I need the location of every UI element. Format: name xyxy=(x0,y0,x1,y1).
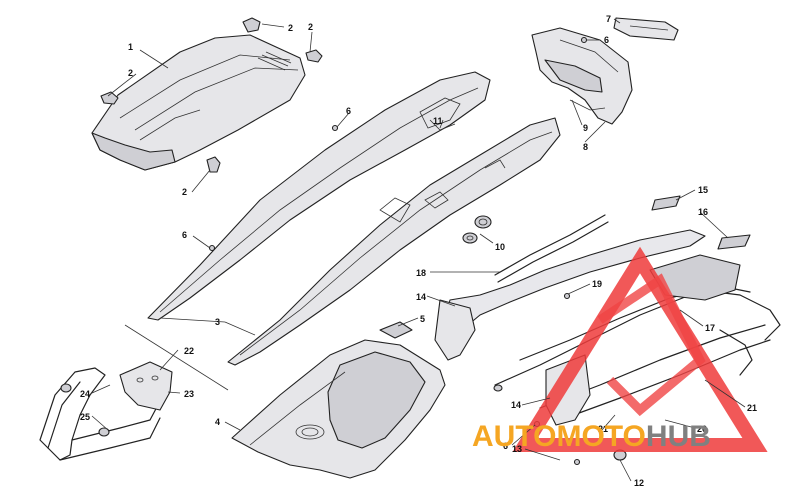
callout-10: 10 xyxy=(495,242,505,252)
callout-25: 25 xyxy=(80,412,90,422)
callout-8: 8 xyxy=(583,142,588,152)
callout-6-center: 6 xyxy=(346,106,351,116)
callout-6-top-right: 6 xyxy=(604,35,609,45)
watermark-moto: MOTO xyxy=(556,420,645,453)
callout-18: 18 xyxy=(416,268,426,278)
callout-labels: 1 2 2 2 2 3 4 5 6 6 6 6 7 8 9 10 11 12 1… xyxy=(80,14,757,488)
callout-23: 23 xyxy=(184,389,194,399)
callout-15: 15 xyxy=(698,185,708,195)
tail-bar-part xyxy=(613,17,679,41)
callout-6-left: 6 xyxy=(182,230,187,240)
callout-9: 9 xyxy=(583,123,588,133)
callout-21-right: 21 xyxy=(747,403,757,413)
callout-14-upper: 14 xyxy=(416,292,426,302)
watermark-logo xyxy=(512,246,768,452)
callout-7: 7 xyxy=(606,14,611,24)
callout-11: 11 xyxy=(433,116,443,126)
callout-6-bottom: 6 xyxy=(503,441,508,451)
callout-3: 3 xyxy=(215,317,220,327)
fastener-part xyxy=(208,36,588,466)
callout-13: 13 xyxy=(512,444,522,454)
watermark-auto: AUTO xyxy=(472,420,556,453)
rear-bumper-part xyxy=(39,361,173,461)
callout-2-top: 2 xyxy=(288,23,293,33)
decal-part xyxy=(379,321,413,339)
callout-19: 19 xyxy=(592,279,602,289)
running-board-part xyxy=(434,214,781,461)
callout-21-lower: 21 xyxy=(598,424,608,434)
callout-14-lower: 14 xyxy=(511,400,521,410)
seat-part xyxy=(91,34,306,171)
callout-2-bottom: 2 xyxy=(182,187,187,197)
leader-lines xyxy=(91,18,746,482)
tail-bracket-part xyxy=(531,27,633,125)
callout-2-left: 2 xyxy=(128,68,133,78)
callout-16: 16 xyxy=(698,207,708,217)
clip-part xyxy=(100,17,323,173)
callout-12: 12 xyxy=(634,478,644,488)
storage-bin-part xyxy=(231,339,446,479)
callout-1: 1 xyxy=(128,42,133,52)
watermark-text: AUTOMOTOHUB xyxy=(472,420,711,453)
callout-2-right: 2 xyxy=(308,22,313,32)
callout-4: 4 xyxy=(215,417,220,427)
callout-24: 24 xyxy=(80,389,90,399)
callout-22: 22 xyxy=(184,346,194,356)
callout-20: 20 xyxy=(697,424,707,434)
watermark-hub: HUB xyxy=(646,420,711,453)
board-decal-part xyxy=(651,195,751,250)
callout-17: 17 xyxy=(705,323,715,333)
watermark-triangle-inner xyxy=(597,273,706,417)
grommet-part xyxy=(462,215,492,244)
side-panel-part xyxy=(147,71,561,366)
callout-5: 5 xyxy=(420,314,425,324)
